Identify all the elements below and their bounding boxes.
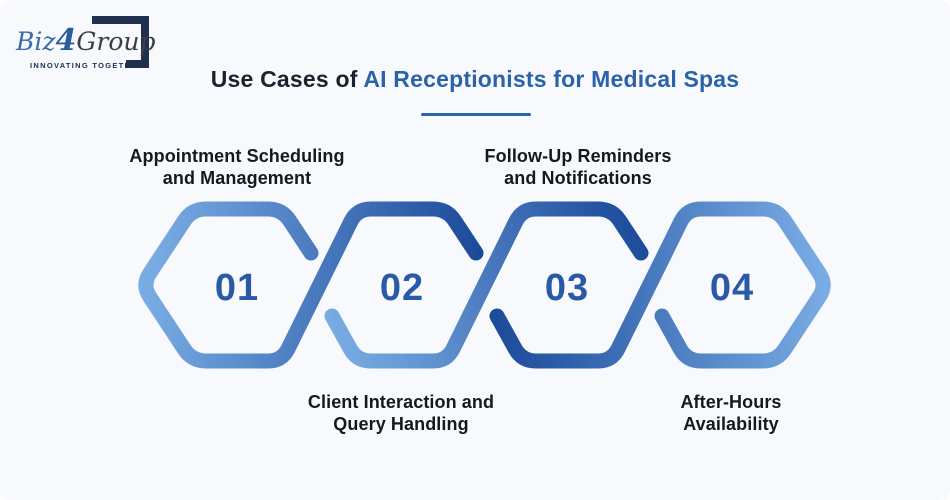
logo-bracket-icon — [92, 16, 149, 68]
logo-text-group: Group — [76, 27, 156, 56]
title-prefix: Use Cases of — [210, 66, 364, 92]
logo-tagline: INNOVATING TOGETHER — [30, 61, 145, 70]
step-number-2: 02 — [380, 267, 424, 309]
step-label-3: Follow-Up Reminders and Notifications — [408, 145, 748, 189]
step-number-3: 03 — [545, 267, 589, 309]
step-label-2-line1: Client Interaction and — [307, 392, 495, 412]
step-label-4: After-Hours Availability — [561, 391, 901, 435]
chain-link-2 — [324, 201, 649, 369]
logo-text-4: 4 — [55, 23, 77, 58]
step-label-1-line2: and Management — [162, 168, 312, 188]
page-title: Use Cases of AI Receptionists for Medica… — [0, 66, 950, 93]
step-number-1: 01 — [215, 267, 259, 309]
title-underline — [421, 113, 531, 116]
step-label-1: Appointment Scheduling and Management — [67, 145, 407, 189]
title-highlight: AI Receptionists for Medical Spas — [363, 66, 740, 92]
step-label-3-line1: Follow-Up Reminders — [484, 146, 672, 166]
logo-text-biz: Biz — [16, 27, 56, 56]
step-label-3-line2: and Notifications — [504, 168, 652, 188]
step-number-4: 04 — [710, 267, 754, 309]
step-label-4-line1: After-Hours — [680, 392, 782, 412]
chain-link-3 — [489, 201, 831, 369]
logo-wordmark: Biz4Group — [16, 24, 156, 59]
step-label-2: Client Interaction and Query Handling — [231, 391, 571, 435]
step-label-2-line2: Query Handling — [333, 414, 469, 434]
step-label-4-line2: Availability — [683, 414, 779, 434]
chain-link-1 — [138, 201, 484, 369]
biz4group-logo: Biz4Group INNOVATING TOGETHER — [0, 0, 200, 90]
step-label-1-line1: Appointment Scheduling — [129, 146, 345, 166]
